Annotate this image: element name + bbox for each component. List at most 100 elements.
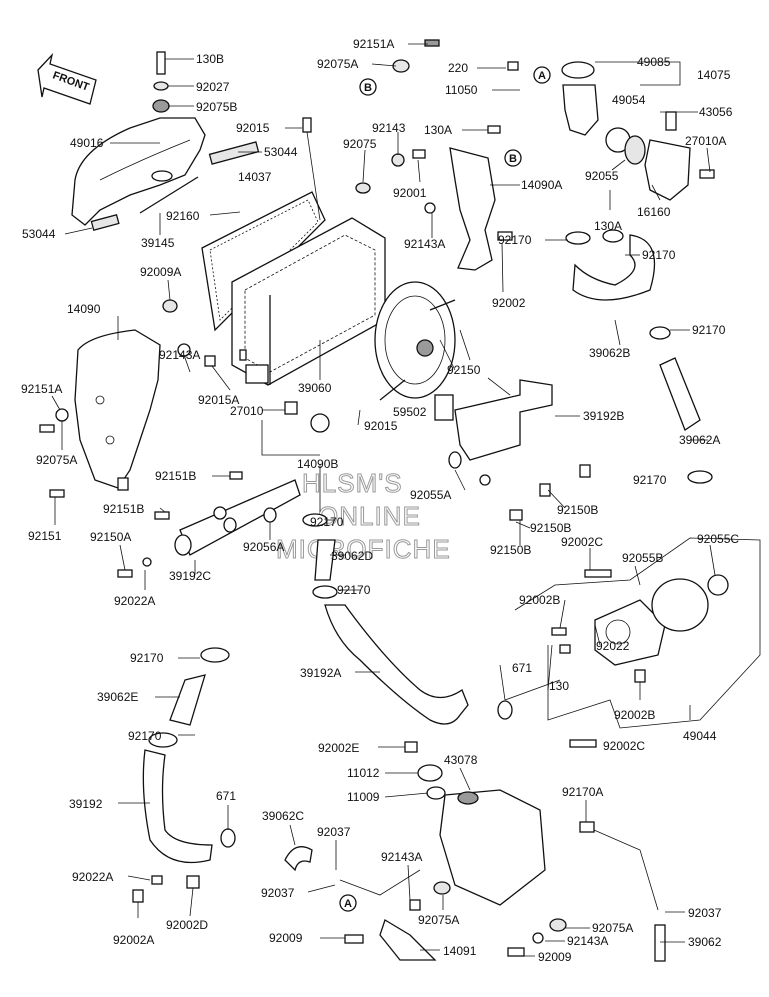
part-label: 92075A: [36, 453, 77, 467]
part-label: 59502: [393, 405, 427, 419]
part-label: 92143A: [567, 934, 608, 948]
part-number-labels: 92151A 130B 92075A 92027 220 49085 14075…: [21, 37, 739, 964]
part-label: 92022A: [114, 594, 155, 608]
part-label: 39062D: [331, 549, 373, 563]
part-label: 92009: [269, 931, 303, 945]
part-label: 92002A: [113, 933, 154, 947]
part-label: 92170A: [562, 785, 603, 799]
part-label: 92055B: [622, 551, 663, 565]
part-label: 92002B: [519, 593, 560, 607]
part-label: 92170: [633, 473, 667, 487]
part-label: 39060: [298, 381, 332, 395]
part-label: 92170: [498, 233, 532, 247]
part-label: 92002: [492, 296, 526, 310]
part-label: 92009A: [140, 265, 181, 279]
part-label: 92150B: [490, 543, 531, 557]
part-label: 92009: [538, 950, 572, 964]
part-label: 14090: [67, 302, 101, 316]
part-label: 92075A: [317, 57, 358, 71]
water-pipe-lower-left-part: [174, 479, 301, 556]
part-label: 130A: [594, 219, 622, 233]
part-label: 49054: [612, 93, 646, 107]
part-label: 92037: [261, 886, 295, 900]
part-label: 39145: [141, 236, 175, 250]
part-label: 39062A: [679, 433, 720, 447]
leader-lines: [51, 43, 716, 957]
ref-marker-b-label-2: B: [509, 153, 517, 165]
part-label: 39062E: [97, 690, 138, 704]
watermark-line-3: MICROFICHE: [276, 534, 451, 564]
cooling-fan-part: [374, 281, 456, 401]
water-pipe-upper-part: [434, 379, 553, 469]
part-label: 92075A: [592, 921, 633, 935]
radiator-guard-part: [71, 51, 260, 231]
part-label: 16160: [637, 205, 671, 219]
part-label: 92055: [585, 169, 619, 183]
part-label: 27010A: [685, 134, 726, 148]
part-label: 92056A: [243, 540, 284, 554]
part-label: 14075: [697, 68, 731, 82]
ref-marker-a-label-2: A: [344, 898, 352, 910]
part-label: 92075: [343, 137, 377, 151]
part-label: 14037: [238, 170, 272, 184]
part-label: 92150B: [530, 521, 571, 535]
part-label: 92037: [688, 906, 722, 920]
thermostat-housing-part: [561, 61, 715, 201]
part-label: 39192C: [169, 569, 211, 583]
part-label: 49016: [70, 136, 104, 150]
part-label: 92160: [166, 209, 200, 223]
part-label: 39062B: [589, 346, 630, 360]
part-label: 671: [512, 661, 532, 675]
part-label: 53044: [22, 227, 56, 241]
part-label: 39192B: [583, 409, 624, 423]
part-label: 92002E: [318, 741, 359, 755]
fasteners: [39, 39, 713, 962]
ref-marker-a-label: A: [538, 70, 546, 82]
part-label: 92151A: [353, 37, 394, 51]
part-label: 92170: [310, 515, 344, 529]
radiator-core-part: [231, 217, 386, 386]
part-label: 11050: [445, 83, 478, 97]
front-arrow-icon: FRONT: [37, 52, 97, 105]
part-label: 92151B: [103, 502, 144, 516]
part-label: 130B: [196, 52, 224, 66]
part-label: 49044: [683, 729, 717, 743]
watermark-line-2: ONLINE: [318, 501, 421, 531]
part-label: 92075B: [196, 100, 237, 114]
part-label: 92055C: [697, 532, 739, 546]
part-label: 92075A: [418, 913, 459, 927]
part-label: 130A: [424, 123, 452, 137]
watermark: HLSM'S ONLINE MICROFICHE: [276, 468, 451, 565]
part-label: 130: [549, 679, 569, 693]
part-label: 39192: [69, 797, 103, 811]
part-label: 92022: [596, 639, 630, 653]
part-label: 14090A: [521, 178, 562, 192]
part-label: 92037: [317, 825, 351, 839]
part-label: 92002C: [603, 739, 645, 753]
part-label: 92143A: [381, 850, 422, 864]
part-label: 92002C: [561, 535, 603, 549]
part-label: 49085: [637, 55, 671, 69]
part-label: 92143: [372, 121, 406, 135]
part-label: 92170: [642, 248, 676, 262]
part-label: 671: [216, 789, 236, 803]
ref-marker-a-bottom: A: [339, 894, 357, 912]
watermark-line-1: HLSM'S: [302, 468, 403, 498]
part-label: 27010: [230, 404, 264, 418]
part-label: 92015: [364, 419, 398, 433]
part-label: 92151: [28, 529, 62, 543]
part-label: 43078: [444, 753, 478, 767]
ref-marker-b-label: B: [364, 82, 372, 94]
part-label: 92055A: [410, 488, 451, 502]
part-label: 92170: [128, 729, 162, 743]
part-label: 92150A: [90, 530, 131, 544]
part-label: 92002D: [166, 918, 208, 932]
hoses: [142, 234, 701, 872]
part-label: 92027: [196, 80, 230, 94]
part-label: 220: [448, 61, 468, 75]
part-label: 92150B: [557, 503, 598, 517]
part-label: 43056: [699, 105, 733, 119]
part-label: 39062C: [262, 809, 304, 823]
part-label: 92015: [236, 121, 270, 135]
